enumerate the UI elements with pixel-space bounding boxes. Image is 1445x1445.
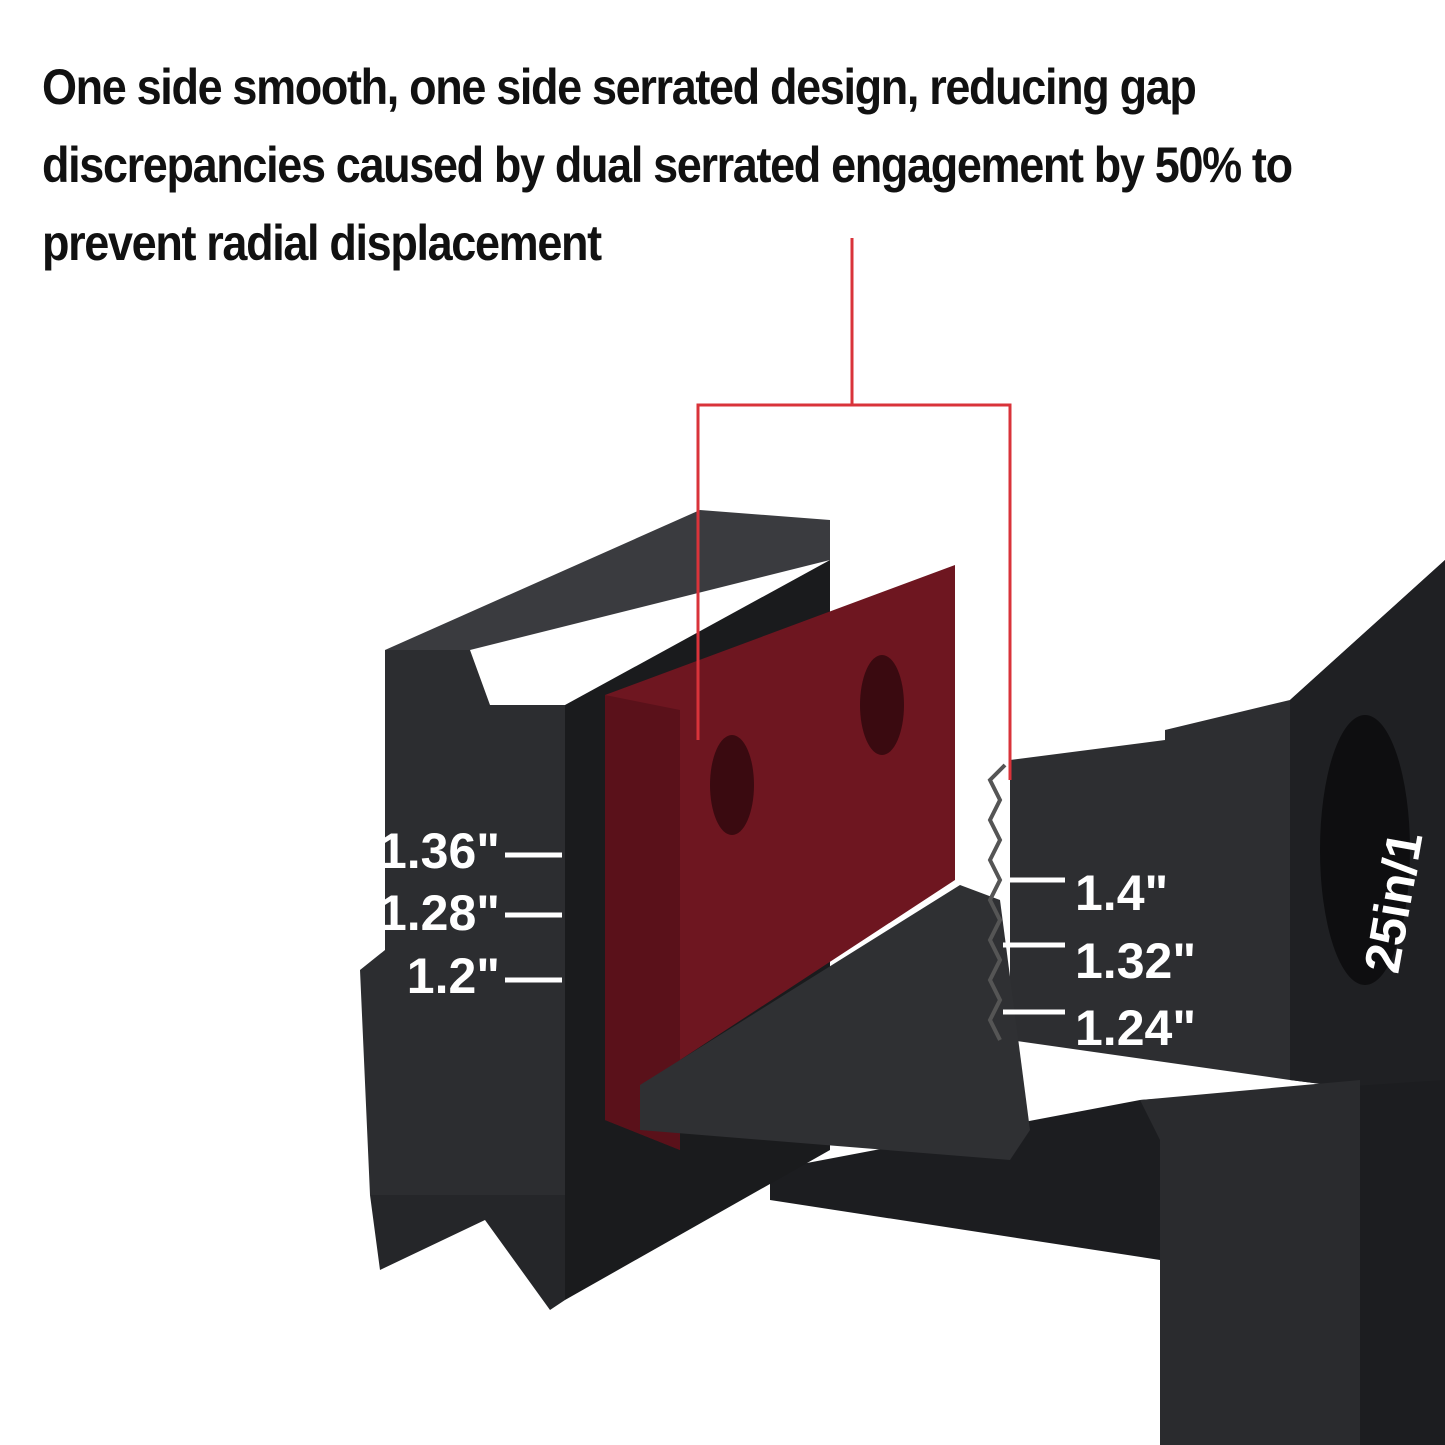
- scale-label: 1.2": [407, 948, 500, 1004]
- callout-bracket: [696, 238, 1012, 780]
- v-floor: [640, 885, 1030, 1160]
- serrated-edge: [987, 763, 1007, 1041]
- left-block: [360, 650, 565, 1195]
- scale-label: 1.36": [379, 823, 500, 879]
- hole: [1320, 715, 1410, 985]
- scale-label: 1.32": [1075, 933, 1196, 989]
- scale-label: 1.4": [1075, 865, 1168, 921]
- scale-label: 1.28": [379, 885, 500, 941]
- scale-label: 1.24": [1075, 1000, 1196, 1056]
- headline: One side smooth, one side serrated desig…: [42, 59, 1293, 271]
- base-block: [1140, 1080, 1360, 1445]
